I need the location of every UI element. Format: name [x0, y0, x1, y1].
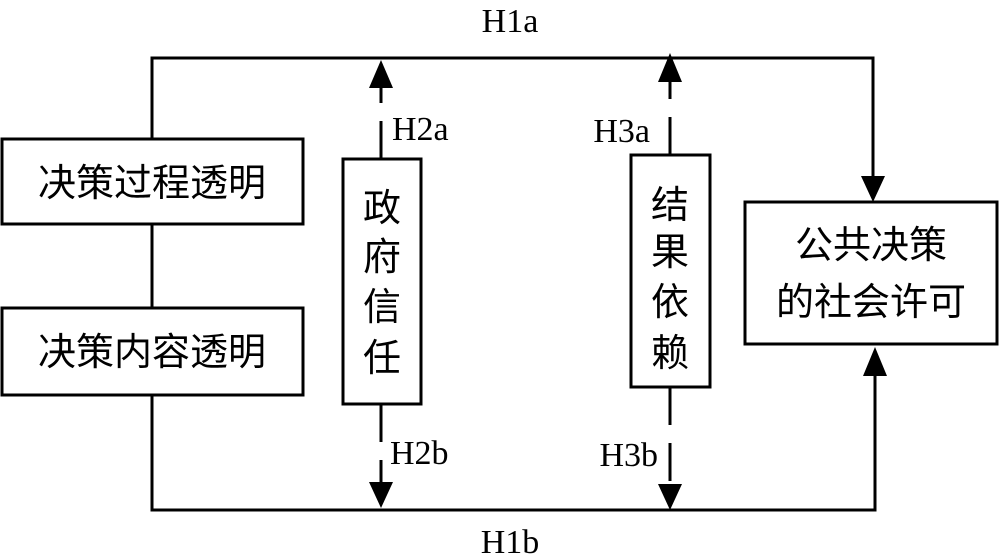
h3a-label: H3a: [593, 113, 650, 150]
process-transparency-box: [0, 137, 305, 226]
h1b-path: [150, 370, 877, 512]
gov-trust-box: [341, 157, 423, 406]
h1b-label: H1b: [481, 524, 540, 559]
h3a-arrowhead: [658, 53, 682, 82]
h3b-arrowhead: [658, 484, 682, 510]
outcome-dependence-char-3: 依: [651, 280, 689, 324]
outcome-dependence-char-4: 赖: [651, 331, 689, 375]
h2a-label: H2a: [392, 111, 449, 148]
h1a-arrowhead: [861, 176, 885, 202]
h2b-label: H2b: [390, 435, 449, 472]
social-license-box: [743, 200, 999, 346]
h2a-arrowhead: [369, 60, 393, 88]
h3b-label: H3b: [599, 437, 658, 474]
h2b-arrowhead: [369, 482, 393, 508]
gov-trust-char-2: 府: [363, 235, 401, 279]
h1a-path: [150, 56, 875, 180]
content-transparency-text: 决策内容透明: [38, 330, 266, 374]
h1a-label: H1a: [482, 3, 539, 40]
gov-trust-char-3: 信: [363, 285, 401, 329]
gov-trust-char-4: 任: [363, 336, 401, 380]
gov-trust-char-1: 政: [363, 186, 401, 230]
social-license-line-2: 的社会许可: [776, 280, 966, 324]
outcome-dependence-char-2: 果: [651, 230, 689, 274]
content-transparency-box: [0, 306, 305, 397]
process-transparency-text: 决策过程透明: [38, 161, 266, 205]
social-license-line-1: 公共决策: [795, 223, 947, 267]
h1b-arrowhead: [863, 347, 887, 376]
outcome-dependence-box: [629, 153, 712, 389]
outcome-dependence-char-1: 结: [651, 183, 689, 227]
